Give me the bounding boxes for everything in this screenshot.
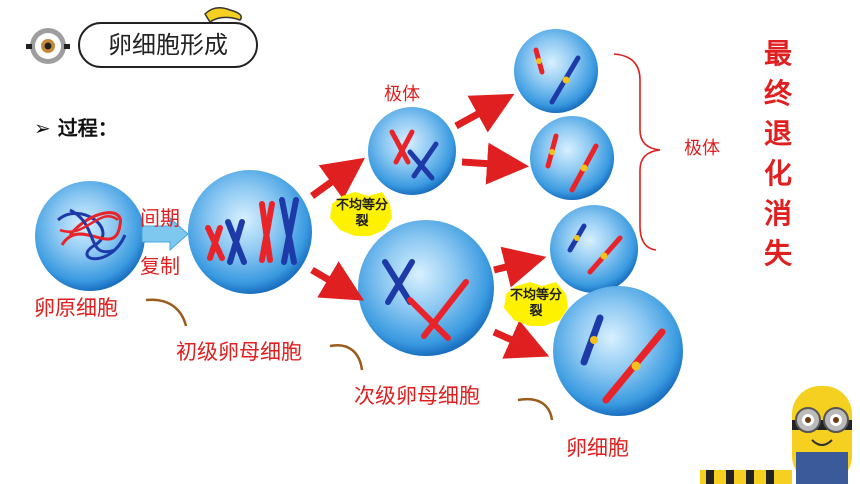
page-title: 卵细胞形成 bbox=[108, 31, 228, 59]
polar-body-cell-3 bbox=[550, 205, 638, 293]
label-oogonium: 卵原细胞 bbox=[34, 296, 118, 320]
polar-body-cell-1 bbox=[514, 29, 598, 113]
final-note-char: 失 bbox=[763, 237, 792, 270]
polar-bodies-brace bbox=[613, 53, 661, 251]
label-primary-oocyte: 初级卵母细胞 bbox=[176, 340, 302, 364]
secondary-oocyte-cell bbox=[358, 220, 494, 356]
unequal-division-badge-1-shape bbox=[330, 192, 392, 236]
process-label-text: 过程： bbox=[57, 116, 118, 140]
stage-arrows bbox=[145, 298, 554, 421]
polar-body-cell-2 bbox=[530, 116, 614, 200]
label-interphase-top: 间期 bbox=[140, 206, 180, 230]
minion-eye-icon bbox=[26, 28, 70, 64]
primary-oocyte-cell bbox=[188, 170, 312, 294]
label-polar-body-right: 极体 bbox=[684, 138, 720, 159]
unequal-division-badge-2: 不均等分裂 bbox=[509, 288, 562, 319]
unequal-division-badge-1: 不均等分裂 bbox=[335, 198, 388, 229]
interphase-arrow bbox=[141, 216, 189, 252]
first-polar-body-cell bbox=[368, 107, 456, 195]
egg-cell bbox=[553, 286, 683, 416]
striped-decoration-icon bbox=[700, 470, 792, 484]
label-secondary-oocyte: 次级卵母细胞 bbox=[354, 384, 480, 408]
banana-decoration-icon bbox=[204, 7, 242, 24]
process-label: ➢ 过程： bbox=[34, 112, 118, 141]
final-note-char: 最 bbox=[763, 37, 792, 70]
division-arrows bbox=[309, 93, 550, 359]
title-frame bbox=[78, 22, 258, 68]
final-note-char: 化 bbox=[763, 157, 792, 190]
oogonium-cell bbox=[35, 181, 145, 291]
final-note-char: 终 bbox=[763, 77, 792, 110]
final-note: 最 终 退 化 消 失 bbox=[758, 34, 798, 274]
final-note-char: 退 bbox=[763, 117, 792, 150]
label-polar-body-top: 极体 bbox=[384, 84, 420, 105]
label-egg-cell: 卵细胞 bbox=[566, 436, 629, 460]
label-interphase-bottom: 复制 bbox=[140, 254, 180, 278]
unequal-division-badge-2-shape bbox=[504, 282, 568, 326]
minion-character-icon bbox=[792, 386, 852, 484]
bullet-arrow-icon: ➢ bbox=[34, 116, 58, 140]
final-note-char: 消 bbox=[763, 197, 792, 230]
